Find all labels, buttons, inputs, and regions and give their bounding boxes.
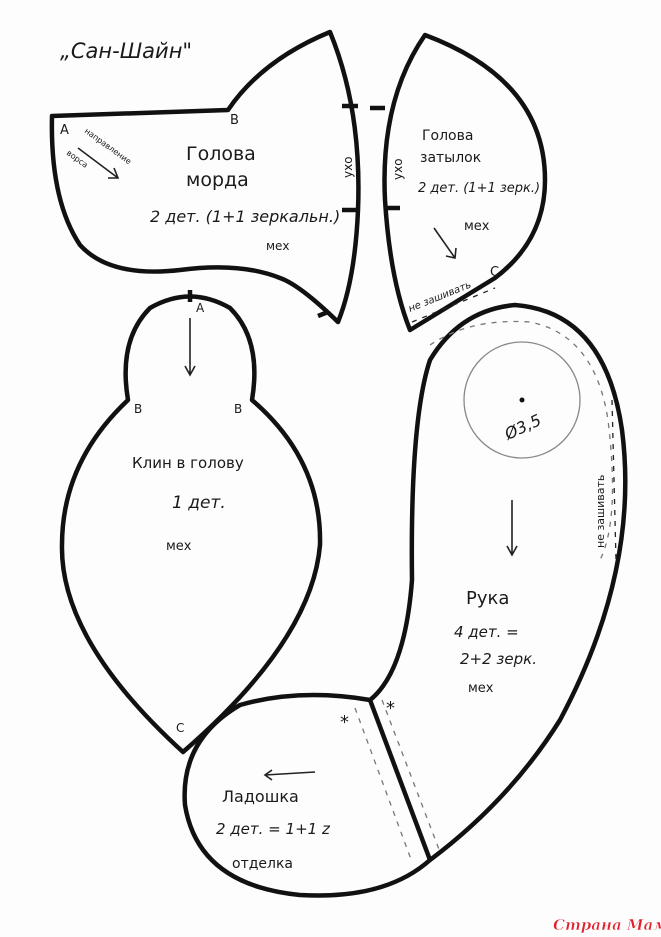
arm-count-1: 4 дет. = (454, 623, 519, 641)
arm-name: Рука (466, 588, 509, 609)
point-c-label: С (490, 265, 499, 280)
point-b-label: В (134, 402, 142, 416)
muzzle-material: мех (266, 239, 290, 253)
point-b-label: В (230, 113, 239, 128)
arrow-down-icon (184, 318, 196, 377)
back-name-2: затылок (420, 150, 481, 166)
seam-allowance-arm (429, 320, 614, 561)
arrow-down-icon (506, 500, 518, 557)
muzzle-name-1: Голова (186, 143, 256, 165)
wedge-material: мех (166, 539, 192, 554)
pattern-title: „Сан-Шайн" (60, 39, 192, 63)
match-star: * (340, 712, 349, 733)
point-a-label: А (196, 301, 205, 315)
match-star: * (386, 698, 395, 719)
muzzle-piece-outline (49, 29, 361, 325)
seam-allowance-wrist (354, 699, 441, 863)
arrow-left-icon (263, 769, 316, 781)
nap-arrow-icon (77, 147, 120, 179)
button-circle (463, 341, 581, 459)
wedge-piece-outline (59, 294, 323, 755)
circle-center (519, 397, 525, 403)
back-head-piece-outline (382, 32, 548, 333)
circle-diameter: Ø3,5 (501, 410, 544, 444)
no-sew-line-back (411, 287, 496, 323)
point-c-label: С (176, 721, 184, 735)
wedge-count: 1 дет. (172, 493, 226, 513)
arm-count-2: 2+2 зерк. (460, 650, 537, 668)
muzzle-count: 2 дет. (1+1 зеркальн.) (150, 207, 340, 226)
watermark-logo: Страна Мам (553, 916, 661, 934)
muzzle-name-2: морда (186, 169, 249, 191)
back-count: 2 дет. (1+1 зерк.) (418, 181, 540, 196)
palm-piece-outline (182, 692, 433, 898)
no-sew-line-arm (611, 399, 617, 561)
ear-label: ухо (391, 158, 405, 180)
ear-mark (187, 103, 400, 319)
back-material: мех (464, 219, 490, 234)
point-a-label: А (60, 123, 69, 138)
arm-material: мех (468, 681, 494, 696)
point-b-label: В (234, 402, 242, 416)
back-name-1: Голова (422, 128, 473, 144)
arrow-down-icon (433, 227, 457, 259)
wedge-name: Клин в голову (132, 454, 244, 472)
ear-label: ухо (341, 156, 355, 178)
nap-label-2: ворса (65, 148, 90, 169)
palm-count: 2 дет. = 1+1 z (216, 820, 331, 838)
no-sew-label: не зашивать (594, 475, 607, 548)
nap-label: направление (83, 126, 133, 166)
palm-name: Ладошка (222, 787, 299, 806)
arm-piece-outline (368, 302, 628, 862)
palm-material: отделка (232, 856, 293, 872)
